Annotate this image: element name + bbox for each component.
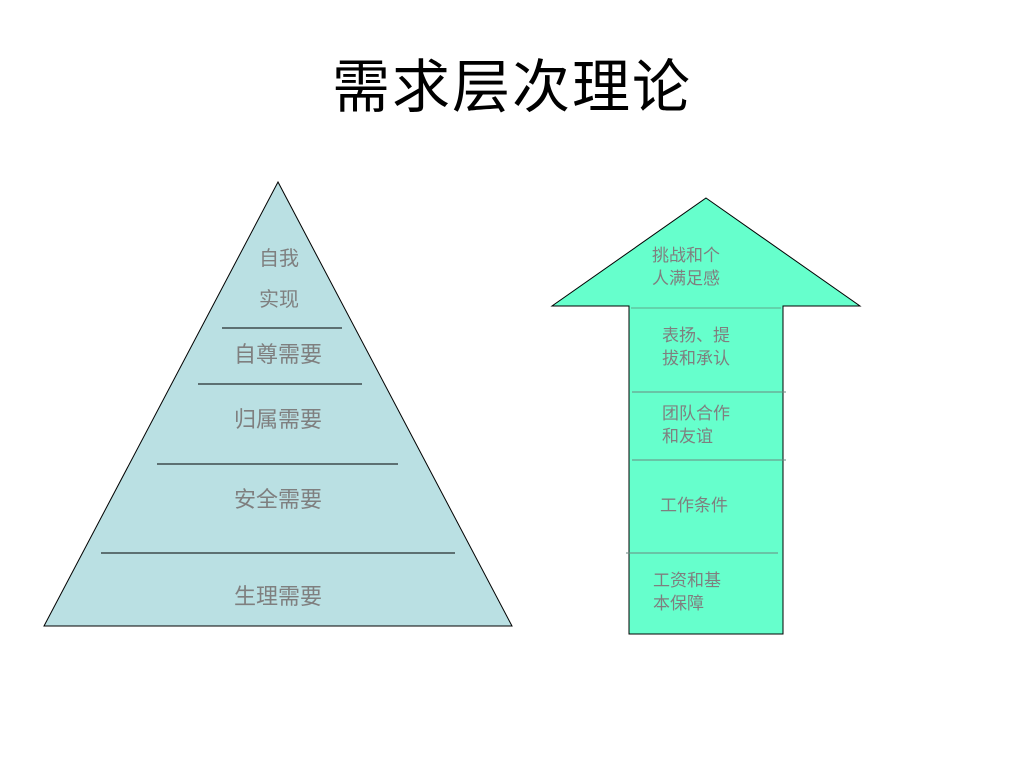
pyramid-level-self-actualization-line1: 自我 [259, 246, 299, 270]
pyramid-level-physiological: 生理需要 [233, 585, 322, 610]
slide-title: 需求层次理论 [331, 53, 692, 121]
pyramid-level-self-actualization: 自我 实现 [238, 238, 320, 320]
pyramid-level-safety: 安全需要 [233, 488, 322, 513]
arrow-level-recognition: 表扬、提拔和承认 [662, 326, 730, 369]
arrow-level-conditions: 工作条件 [660, 496, 728, 516]
arrow-level-challenge: 挑战和个人满足感 [652, 246, 720, 289]
pyramid-level-self-actualization-line2: 实现 [259, 287, 299, 311]
pyramid-level-belonging: 归属需要 [233, 408, 322, 433]
upward-arrow [550, 197, 862, 635]
pyramid-level-esteem: 自尊需要 [233, 343, 322, 368]
arrow-level-teamwork: 团队合作和友谊 [662, 404, 730, 447]
hierarchy-pyramid [43, 180, 513, 627]
arrow-level-wages: 工资和基本保障 [653, 571, 721, 614]
